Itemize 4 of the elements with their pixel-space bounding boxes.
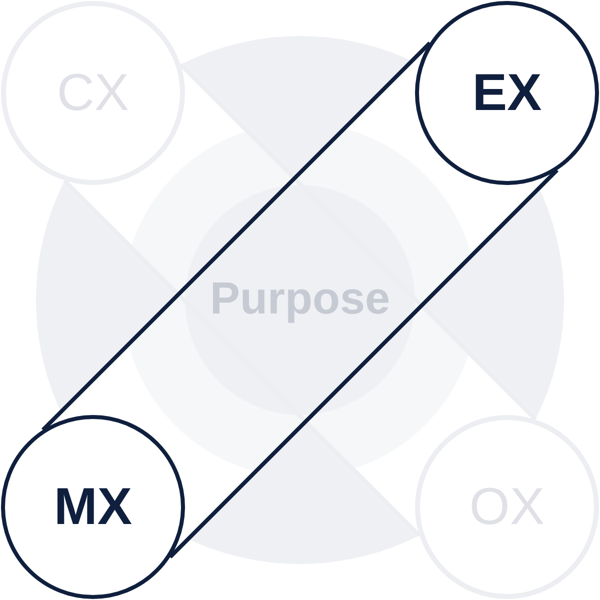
band-outline xyxy=(40,40,560,560)
node-label: EX xyxy=(472,67,542,119)
band-outline xyxy=(62,62,538,538)
node-label: MX xyxy=(54,481,132,533)
